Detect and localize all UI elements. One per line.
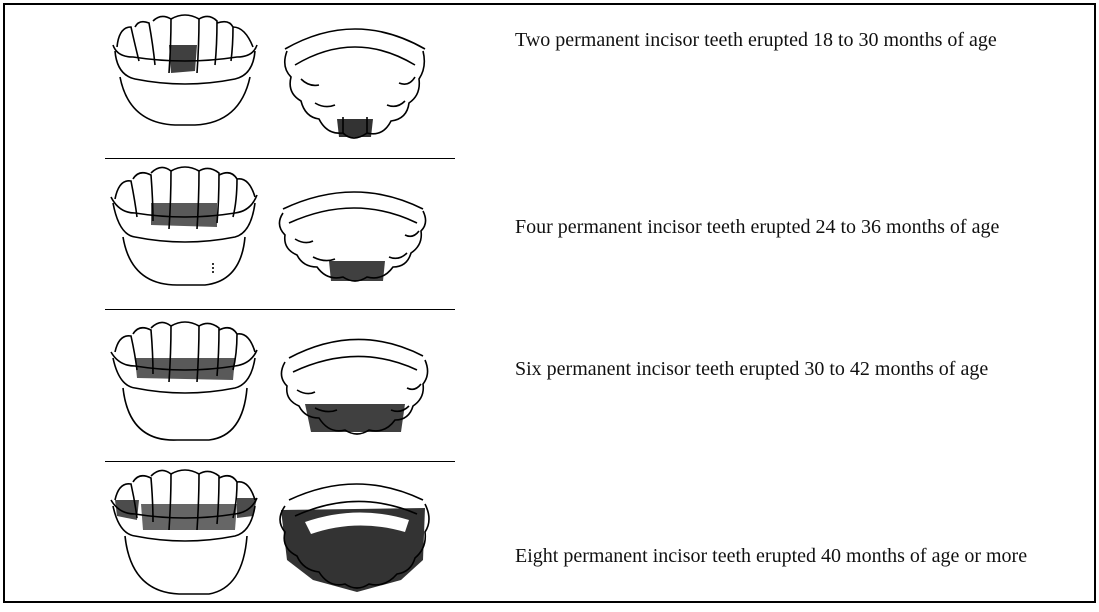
top-view-shading [305, 404, 405, 432]
top-view-shading [329, 261, 385, 281]
stage-caption: Eight permanent incisor teeth erupted 40… [515, 543, 1055, 569]
stage-caption: Six permanent incisor teeth erupted 30 t… [515, 356, 1055, 382]
front-view-jaw [111, 470, 257, 594]
stage-caption: Four permanent incisor teeth erupted 24 … [515, 214, 1055, 240]
top-view-shading [281, 508, 425, 592]
incisor-illustration-eight [105, 460, 445, 612]
stage-caption: Two permanent incisor teeth erupted 18 t… [515, 27, 1055, 53]
front-view-jaw [111, 322, 257, 440]
incisor-illustration-two [105, 5, 445, 157]
top-view-shading [337, 119, 373, 137]
front-view-shading [151, 203, 217, 227]
front-view-shading [135, 358, 235, 380]
figure-frame: Two permanent incisor teeth erupted 18 t… [3, 3, 1096, 603]
front-view-shading [169, 45, 197, 73]
incisor-illustration-six [105, 308, 445, 460]
incisor-illustration-four [105, 157, 445, 309]
